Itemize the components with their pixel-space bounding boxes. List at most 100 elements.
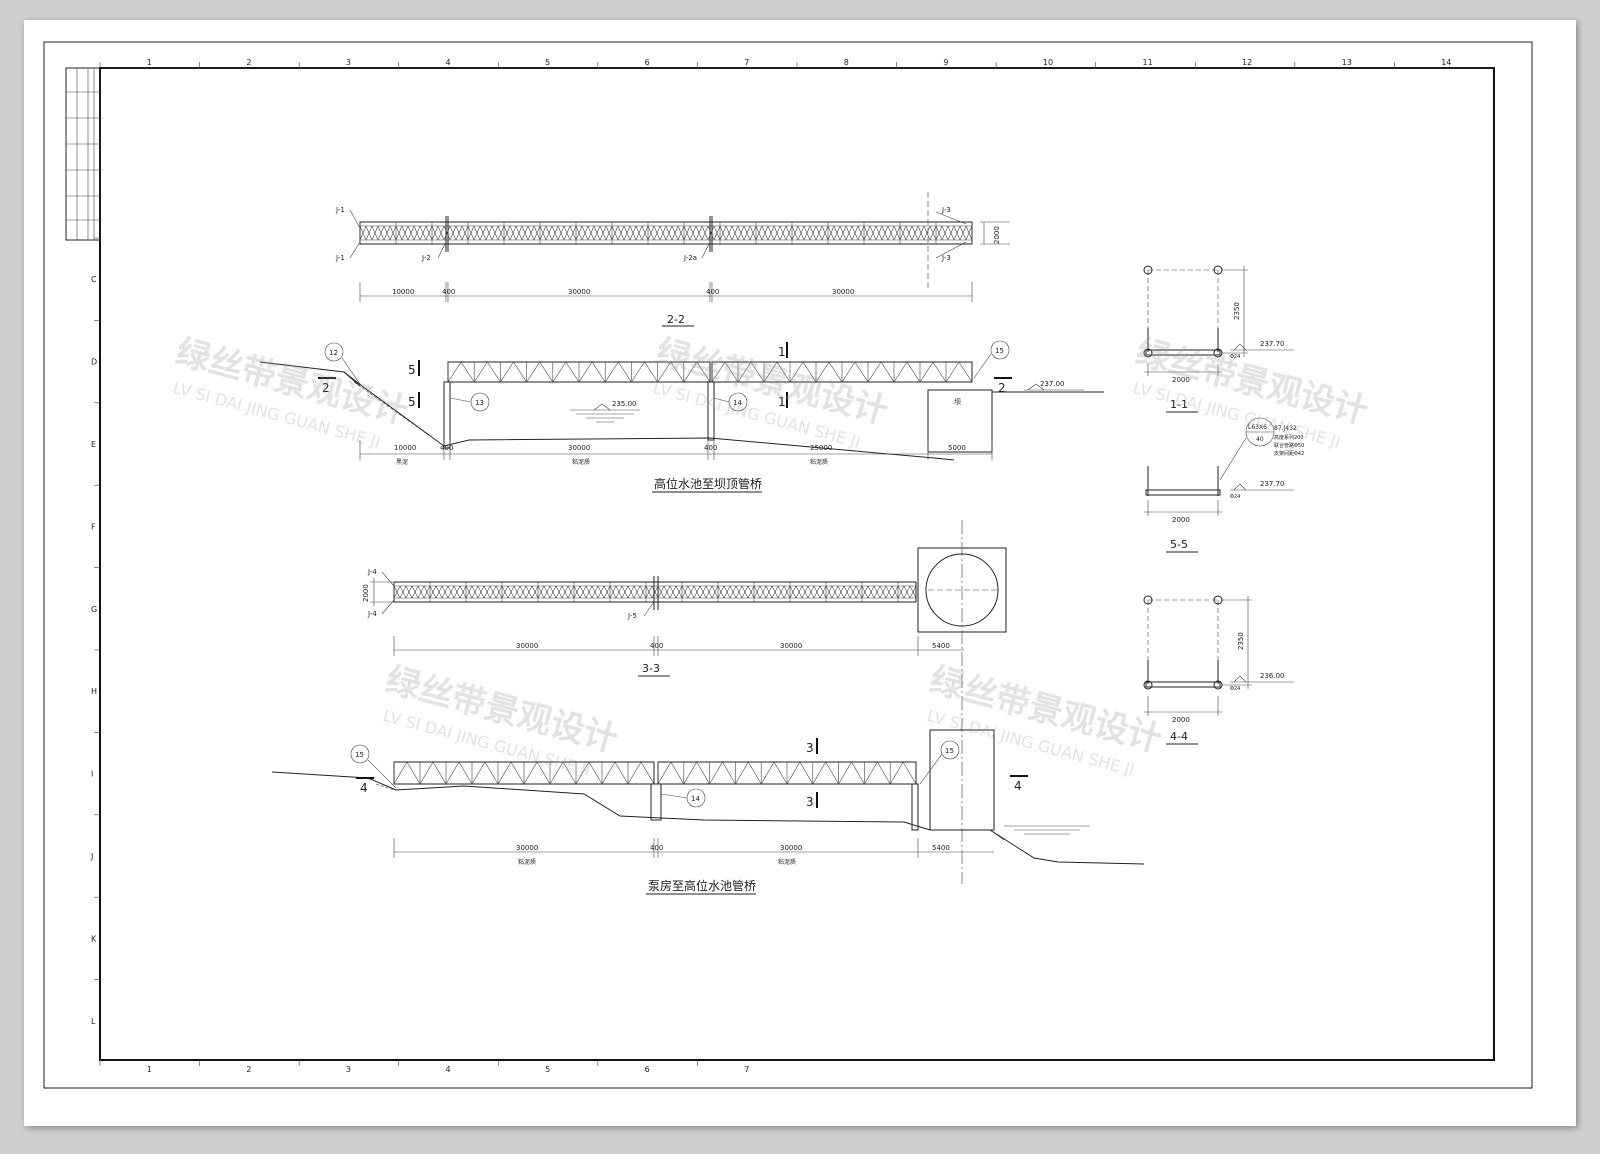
bubble-b-15b: 15 <box>945 747 954 755</box>
lattice-bar <box>371 225 379 241</box>
watermark-1: 绿丝带景观设计 LV SI DAI JING GUAN SHE JI <box>171 332 412 452</box>
lattice-bar <box>605 225 613 241</box>
dim-2-2-4: 30000 <box>832 288 854 296</box>
truss-web <box>588 761 603 785</box>
lattice-bar <box>395 225 403 241</box>
lattice-bar <box>795 585 803 599</box>
truss-web <box>696 761 710 785</box>
lattice-bar <box>533 225 541 241</box>
truss-web <box>812 761 826 785</box>
lattice-bar <box>627 585 635 599</box>
dim-top-3: 400 <box>704 444 717 452</box>
lattice-bar <box>569 225 577 241</box>
watermark-5: 绿丝带景观设计 LV SI DAI JING GUAN SHE JI <box>925 660 1166 780</box>
grid-row-label: I <box>91 770 93 779</box>
section-mark-5a: 5 <box>408 363 416 377</box>
grid-row-label: H <box>91 687 97 696</box>
grid-row-label: L <box>91 1017 96 1026</box>
truss-web <box>445 761 460 785</box>
dim-3-3-3: 5400 <box>932 642 950 650</box>
outer-border <box>43 41 1533 1089</box>
lattice-bar <box>465 585 473 599</box>
lattice-bar <box>443 225 451 241</box>
dim-3-3-0: 30000 <box>516 642 538 650</box>
lattice-bar <box>789 585 797 599</box>
s55-bubble2: 40 <box>1256 436 1264 443</box>
lattice-bar <box>609 585 617 599</box>
lattice-bar <box>801 585 809 599</box>
lattice-bar <box>479 225 487 241</box>
lattice-bar <box>785 225 793 241</box>
truss-web <box>880 361 895 383</box>
dim-b-2: 30000 <box>780 844 802 852</box>
s11-small: Φ24 <box>1230 354 1240 360</box>
truss-web <box>419 761 434 785</box>
lattice-bar <box>527 225 535 241</box>
section-mark-2a: 2 <box>322 381 330 395</box>
truss-web <box>851 761 865 785</box>
lattice-bar <box>737 225 745 241</box>
lattice-bar <box>495 585 503 599</box>
lattice-bar <box>819 585 827 599</box>
dim-3-3-height: 2000 <box>362 584 370 602</box>
grid-row-label: E <box>91 440 96 449</box>
lattice-bar <box>773 225 781 241</box>
lattice-bar <box>669 585 677 599</box>
lattice-bar <box>855 585 863 599</box>
lattice-bar <box>747 585 755 599</box>
lattice-bar <box>825 585 833 599</box>
lattice-bar <box>473 225 481 241</box>
lattice-bar <box>585 585 593 599</box>
truss-web <box>471 761 486 785</box>
lattice-bar <box>953 225 961 241</box>
truss-web <box>815 361 830 383</box>
truss-web <box>711 361 726 383</box>
grid-col-label: 9 <box>943 58 948 67</box>
grid-col-label: 6 <box>645 58 650 67</box>
lattice-bar <box>423 585 431 599</box>
truss-web <box>657 361 671 383</box>
lattice-bar <box>383 225 391 241</box>
lattice-bar <box>689 225 697 241</box>
s11-title: 1-1 <box>1170 398 1188 411</box>
grid-col-label: 2 <box>246 58 251 67</box>
truss-web <box>683 361 698 383</box>
truss-web <box>773 761 788 785</box>
lattice-bar <box>545 225 553 241</box>
lattice-bar <box>833 225 841 241</box>
lattice-bar <box>399 585 407 599</box>
lattice-bar <box>905 225 913 241</box>
truss-web <box>604 361 619 383</box>
truss-web <box>760 761 775 785</box>
lattice-bar <box>483 585 491 599</box>
lattice-bar <box>407 225 415 241</box>
section-mark-3a: 3 <box>806 741 814 755</box>
lattice-bar <box>729 585 737 599</box>
inner-border <box>99 67 1495 1061</box>
lattice-bar <box>755 225 763 241</box>
lattice-bar <box>467 225 475 241</box>
dim-2-2-1: 400 <box>442 288 455 296</box>
dim-top-5: 5000 <box>948 444 966 452</box>
truss-web <box>696 361 711 383</box>
section-mark-1a: 1 <box>778 345 786 359</box>
s55-bubble: L63X6 <box>1248 424 1267 431</box>
truss-web <box>789 361 804 383</box>
lattice-bar <box>531 585 539 599</box>
grid-col-label: 11 <box>1142 58 1152 67</box>
lattice-bar <box>849 585 857 599</box>
lattice-bar <box>713 225 721 241</box>
s55-note-1: 高度系列200 <box>1274 434 1304 441</box>
grid-row-label: F <box>91 522 96 531</box>
s55-title: 5-5 <box>1170 538 1188 551</box>
lattice-bar <box>665 225 673 241</box>
truss-web <box>802 361 817 383</box>
plan-lattice-2-2 <box>359 222 973 244</box>
truss-web <box>841 361 856 383</box>
truss-web <box>484 761 499 785</box>
lattice-bar <box>543 585 551 599</box>
lattice-bar <box>743 225 751 241</box>
truss-web <box>500 361 514 383</box>
